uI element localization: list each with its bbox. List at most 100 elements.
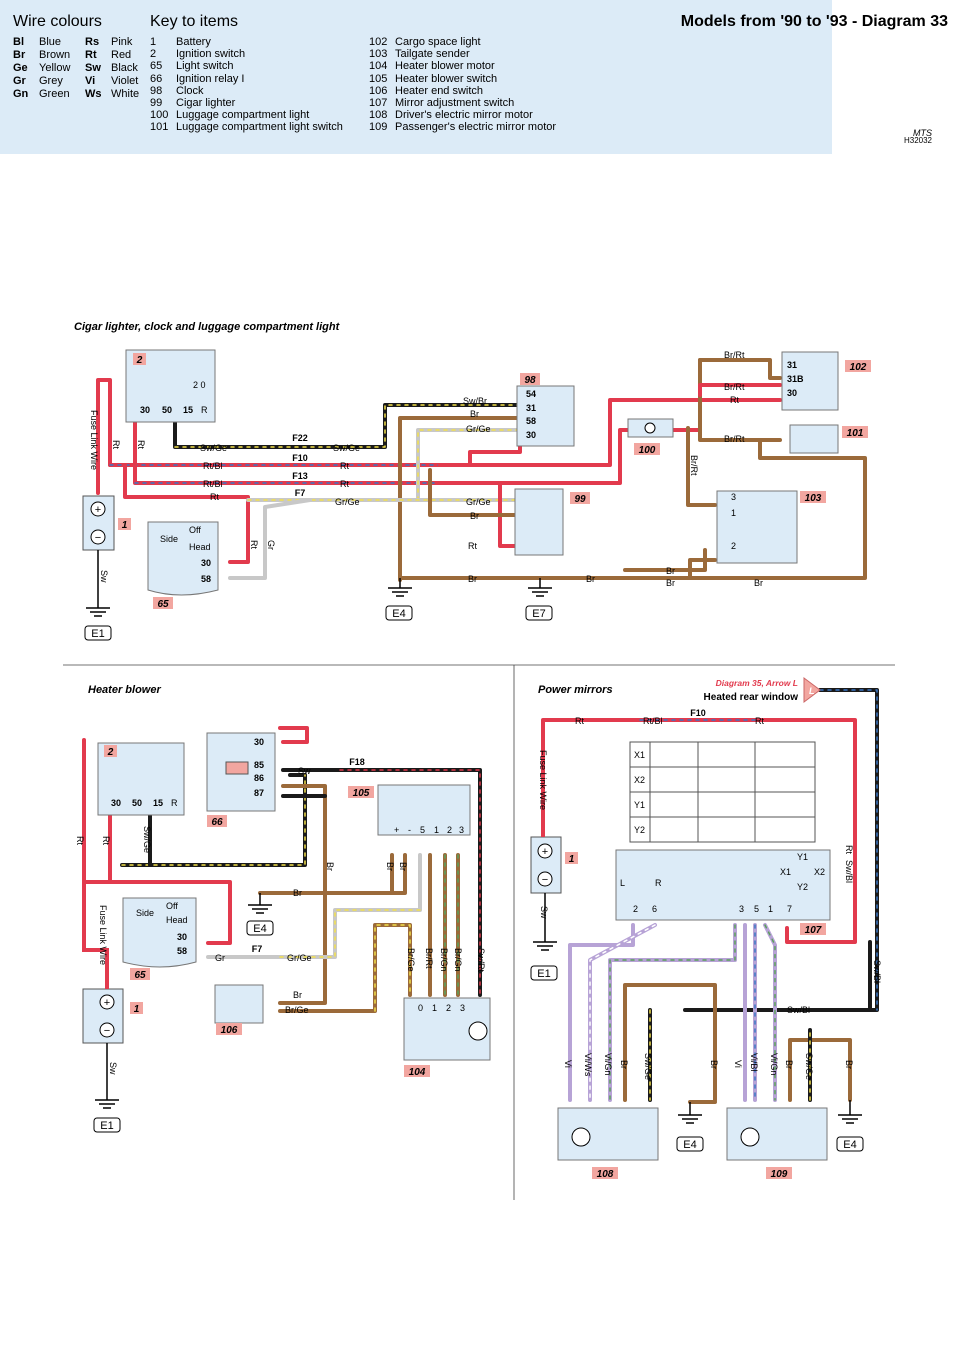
section-title-heater: Heater blower bbox=[88, 684, 161, 696]
key-item: 106 Heater end switch bbox=[369, 85, 483, 97]
key-item-number: 101 bbox=[150, 121, 169, 134]
wire-label-brrt-v: Br/Rt bbox=[689, 455, 699, 476]
key-item-number: 106 bbox=[369, 84, 388, 97]
tag-99: 99 bbox=[574, 494, 586, 505]
key-item-name: Ignition relay I bbox=[176, 72, 245, 85]
wire-label-swge-108: Sw/Ge bbox=[643, 1053, 653, 1080]
wire-label-rt-2: Rt bbox=[340, 479, 349, 489]
pin-r-heater: R bbox=[171, 798, 178, 808]
wire-label-br-103-c: Br bbox=[754, 578, 763, 588]
label-off-heater: Off bbox=[166, 901, 178, 911]
wire-label-rt-v6: Rt bbox=[844, 845, 854, 854]
wire-label-brrt-v2: Br/Rt bbox=[424, 948, 434, 969]
pin-15-heater: 15 bbox=[153, 798, 163, 808]
wire-label-swge-1: Sw/Ge bbox=[200, 443, 227, 453]
colour-name: Brown bbox=[39, 49, 71, 61]
wire-label-br-98: Br bbox=[470, 409, 479, 419]
pin-y2-107: Y2 bbox=[797, 882, 808, 892]
tag-102: 102 bbox=[850, 362, 867, 373]
ground-labels: E1 E4 E7 E1 E4 E1 E4 E4 bbox=[91, 608, 856, 1151]
wire-label-grge-99: Gr/Ge bbox=[466, 497, 491, 507]
pin-3-104: 3 bbox=[460, 1003, 465, 1013]
wire-label-brge-106: Br/Ge bbox=[285, 1005, 309, 1015]
pin-30-66: 30 bbox=[254, 737, 264, 747]
pin-3-105: 3 bbox=[459, 825, 464, 835]
wire-label-rt-1: Rt bbox=[340, 461, 349, 471]
ground-symbols-mirrors bbox=[533, 893, 862, 1124]
wire-label-rt-3: Rt bbox=[210, 492, 219, 502]
pin-l-107: L bbox=[620, 878, 625, 888]
key-item-number: 2 bbox=[150, 48, 157, 61]
pin-50: 50 bbox=[162, 405, 172, 415]
mts-mark: MTS H32032 bbox=[904, 129, 932, 145]
section-title-top: Cigar lighter, clock and luggage compart… bbox=[74, 321, 340, 333]
colour-code: Sw bbox=[85, 62, 101, 74]
wire-label-brrt-102-b: Br/Rt bbox=[724, 382, 745, 392]
wire-label-fuselink-top: Fuse Link Wire bbox=[89, 410, 99, 470]
fuse-f7: F7 bbox=[295, 488, 306, 498]
matrix-row-y2: Y2 bbox=[634, 825, 645, 835]
pin-50-heater: 50 bbox=[132, 798, 142, 808]
component-tags: 2 1 65 98 99 100 102 101 103 2 66 105 65… bbox=[104, 353, 871, 1180]
pin-85-66: 85 bbox=[254, 760, 264, 770]
fuse-f13: F13 bbox=[292, 471, 308, 481]
wire-label-brge-v: Br/Ge bbox=[406, 948, 416, 972]
tag-1-heater: 1 bbox=[134, 1004, 140, 1015]
key-item-name: Driver's electric mirror motor bbox=[395, 109, 533, 122]
section-title-mirrors: Power mirrors bbox=[538, 684, 613, 696]
wire-labels-vertical: Fuse Link Wire Rt Rt Rt Gr Sw Br/Rt Rt R… bbox=[75, 410, 882, 1080]
key-item-name: Heater end switch bbox=[395, 84, 484, 97]
tag-108: 108 bbox=[597, 1169, 614, 1180]
label-side-heater: Side bbox=[136, 908, 154, 918]
colour-code: Ge bbox=[13, 62, 28, 74]
pin-r-107: R bbox=[655, 878, 662, 888]
pin-6-107: 6 bbox=[652, 904, 657, 914]
ground-e4-mirror-108: E4 bbox=[683, 1139, 696, 1151]
pin-30: 30 bbox=[140, 405, 150, 415]
cross-ref-label: Heated rear window bbox=[704, 692, 799, 703]
wire-label-rt-v3: Rt bbox=[249, 540, 259, 549]
colour-code: Rs bbox=[85, 36, 100, 48]
wire-label-brgn-v1: Br/Gn bbox=[439, 948, 449, 972]
wire-label-br-103-a: Br bbox=[666, 566, 675, 576]
wire-label-swbl-mirror: Sw/Bl bbox=[787, 1005, 810, 1015]
colour-name: Blue bbox=[39, 36, 62, 48]
wire-label-br-e4: Br bbox=[709, 1060, 719, 1069]
key-item-number: 104 bbox=[369, 60, 388, 73]
matrix-row-labels: X1 X2 Y1 Y2 bbox=[634, 750, 645, 835]
pin-5-105: 5 bbox=[420, 825, 425, 835]
tag-104: 104 bbox=[409, 1067, 426, 1078]
pin-2-105: 2 bbox=[447, 825, 452, 835]
key-item-name: Heater blower motor bbox=[395, 60, 495, 73]
top-wires bbox=[96, 358, 867, 582]
wire-label-rt-v1: Rt bbox=[111, 440, 121, 449]
wire-label-rt-mirror-a: Rt bbox=[575, 716, 584, 726]
wire-label-br-ground: Br bbox=[468, 574, 477, 584]
key-item-name: Tailgate sender bbox=[395, 48, 470, 61]
ground-e1-heater: E1 bbox=[100, 1120, 113, 1132]
tag-100: 100 bbox=[639, 445, 656, 456]
wire-label-brgn-v2: Br/Gn bbox=[453, 948, 463, 972]
ground-e1-mirrors: E1 bbox=[537, 968, 550, 980]
pin-2-103: 2 bbox=[731, 541, 736, 551]
key-item-number: 1 bbox=[150, 36, 157, 48]
wire-label-br-109: Br bbox=[784, 1060, 794, 1069]
wire-label-fuselink-heater: Fuse Link Wire bbox=[98, 905, 108, 965]
wire-label-swbl-v1: Sw/Bl bbox=[844, 860, 854, 883]
wire-label-br-99: Br bbox=[470, 511, 479, 521]
pin-58-65-heater: 58 bbox=[177, 946, 187, 956]
wire-label-swge-109: Sw/Ge bbox=[804, 1053, 814, 1080]
pin-y1-107: Y1 bbox=[797, 852, 808, 862]
wire-label-swge-2: Sw/Ge bbox=[333, 443, 360, 453]
colour-name: Yellow bbox=[39, 62, 71, 74]
tag-1: 1 bbox=[122, 520, 128, 531]
wire-label-rt-v2: Rt bbox=[136, 440, 146, 449]
pin-0-104: 0 bbox=[418, 1003, 423, 1013]
wire-label-gr-v: Gr bbox=[266, 540, 276, 550]
tag-98: 98 bbox=[524, 375, 536, 386]
